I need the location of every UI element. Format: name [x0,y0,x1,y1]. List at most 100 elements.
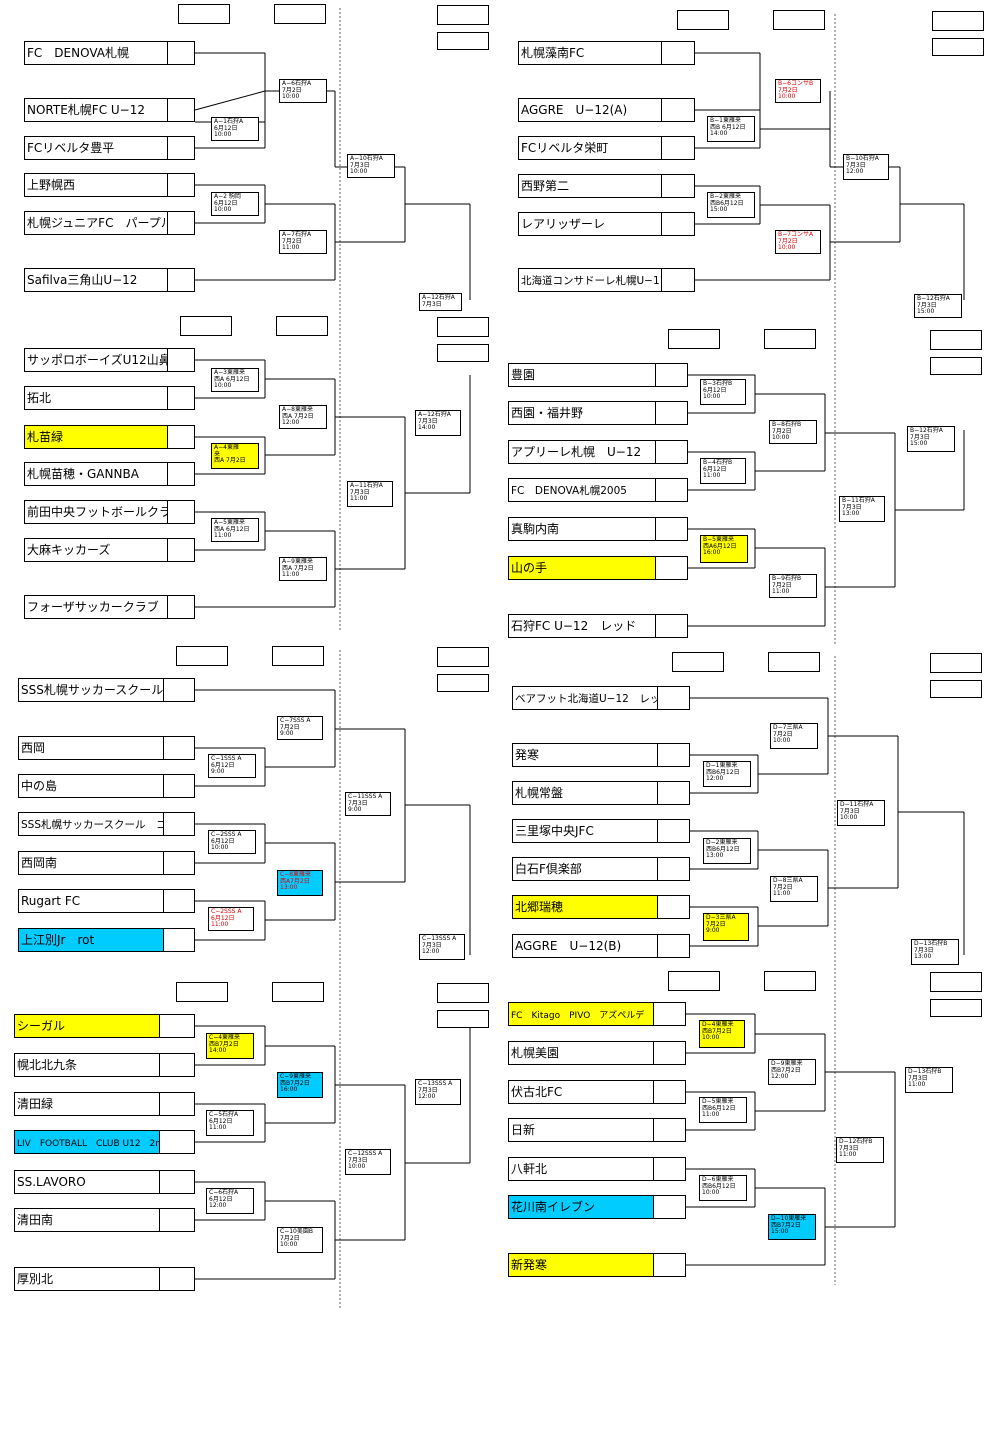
team-slot[interactable]: シーガル [14,1014,160,1038]
venue-value [437,5,489,25]
team-slot[interactable]: 清田南 [14,1208,160,1232]
team-slot[interactable]: 大麻キッカーズ [24,538,168,562]
team-slot[interactable]: 三里塚中央JFC [512,819,658,843]
team-slot[interactable]: 豊園 [508,363,656,387]
match-info-line: B−10石狩A [846,155,879,162]
match-info-line: A−7石狩A [282,231,312,238]
team-name: 八軒北 [511,1162,548,1176]
team-slot[interactable]: FC DENOVA札幌2005 [508,478,656,502]
team-slot[interactable]: 厚別北 [14,1267,160,1291]
venue-value [437,317,489,337]
match-info-line: 10:00 [214,382,232,389]
team-slot[interactable]: 札幌藻南FC [518,41,662,65]
match-info-line: 10:00 [772,434,790,441]
team-slot[interactable]: 山の手 [508,556,656,580]
match-info-line: 西A 7月2日 [282,412,314,420]
match-info-line: 10:00 [211,844,229,851]
team-slot[interactable]: ベアフット北海道U−12 レッド [512,686,658,710]
team-slot[interactable]: 西岡 [18,736,164,760]
team-slot[interactable]: Safilva三角山U−12 [24,268,168,292]
team-slot[interactable]: 札苗緑 [24,425,168,449]
venue-value [930,653,982,673]
team-slot[interactable]: LIV FOOTBALL CLUB U12 2nd [14,1130,160,1154]
team-slot-tail [658,781,690,805]
team-input-box [276,316,328,336]
match-info-line: 7月2日 [773,883,793,891]
venue-value [930,972,982,992]
match-info-line: D−2東雁来 [706,839,738,846]
team-slot[interactable]: サッポロボーイズU12山鼻 [24,348,168,372]
venue-input-box [176,646,228,666]
team-slot[interactable]: 真駒内南 [508,517,656,541]
team-slot[interactable]: AGGRE U−12(B) [512,934,658,958]
team-slot[interactable]: 札幌ジュニアFC パープル [24,211,168,235]
team-name: SSS札幌サッカースクール コラソン [21,819,163,831]
team-slot[interactable]: 中の島 [18,774,164,798]
match-info-line: 13:00 [914,953,932,960]
match-info-line: 11:00 [703,472,721,479]
team-slot[interactable]: Rugart FC [18,889,164,913]
match-info-line: B−9石狩B [772,575,802,582]
team-slot[interactable]: アプリーレ札幌 U−12 [508,440,656,464]
team-slot[interactable]: 幌北北九条 [14,1053,160,1077]
team-slot[interactable]: 八軒北 [508,1157,654,1181]
team-slot[interactable]: 北郷瑞穂 [512,895,658,919]
team-slot[interactable]: 札幌苗穂・GANNBA [24,462,168,486]
team-slot[interactable]: 札幌常盤 [512,781,658,805]
team-slot[interactable]: 清田緑 [14,1092,160,1116]
team-slot[interactable]: 伏古北FC [508,1080,654,1104]
team-slot[interactable]: SS.LAVORO [14,1170,160,1194]
match-info-line: 西A 7月2日 [282,564,314,572]
team-slot[interactable]: FCリベルタ栄町 [518,136,662,160]
team-slot[interactable]: FC Kitago PIVO アズペルデ [508,1002,654,1026]
team-slot[interactable]: FC DENOVA札幌 [24,41,168,65]
team-slot[interactable]: 拓北 [24,386,168,410]
match-info-line: 10:00 [840,814,858,821]
match-info-line: 6月12日 [703,386,727,394]
team-name: 西岡南 [21,856,58,870]
match-info-line: D−10東雁来 [771,1215,807,1222]
team-slot[interactable]: 西園・福井野 [508,401,656,425]
team-input-box [274,4,326,24]
team-slot[interactable]: 新発寒 [508,1253,654,1277]
charge-value [930,999,982,1017]
team-slot[interactable]: SSS札幌サッカースクール [18,678,164,702]
team-slot[interactable]: 白石F倶楽部 [512,857,658,881]
venue-input-box [176,982,228,1002]
team-slot[interactable]: NORTE札幌FC U−12 [24,98,168,122]
team-slot[interactable]: FCリベルタ豊平 [24,136,168,160]
team-slot[interactable]: AGGRE U−12(A) [518,98,662,122]
team-slot-tail [168,41,195,65]
team-slot[interactable]: 前田中央フットボールクラブ [24,500,168,524]
match-info-line: 12:00 [706,775,724,782]
team-slot[interactable]: 北海道コンサドーレ札幌U−11 [518,268,662,292]
team-slot[interactable]: 西野第二 [518,174,662,198]
team-slot[interactable]: 上野幌西 [24,173,168,197]
match-info-line: C−12SSS A [348,1150,383,1157]
venue-input-box [668,971,720,991]
team-slot[interactable]: 札幌美園 [508,1041,654,1065]
match-info-line: 11:00 [282,571,300,578]
team-slot[interactable]: フォーザサッカークラブ [24,595,168,619]
team-slot-tail [656,614,688,638]
match-info-line: 6月12日 [703,465,727,473]
team-slot[interactable]: 西岡南 [18,851,164,875]
team-slot[interactable]: 花川南イレブン [508,1195,654,1219]
team-slot[interactable]: 発寒 [512,743,658,767]
match-info-line: C−10美園B [280,1228,313,1235]
team-slot[interactable]: 上江別Jr rot [18,928,164,952]
team-slot[interactable]: SSS札幌サッカースクール コラソン [18,812,164,836]
match-info-line: C−13SSS A [418,1080,453,1087]
match-info-line: D−13石狩B [908,1068,942,1075]
match-info-line: C−8東雁来 [280,871,312,878]
team-name: FCリベルタ栄町 [521,141,609,155]
team-slot[interactable]: 石狩FC U−12 レッド [508,614,656,638]
match-info-line: 6月12日 [214,124,238,132]
match-info-line: 10:00 [348,1163,366,1170]
team-slot[interactable]: 日新 [508,1118,654,1142]
team-slot[interactable]: レアリッザーレ [518,212,662,236]
